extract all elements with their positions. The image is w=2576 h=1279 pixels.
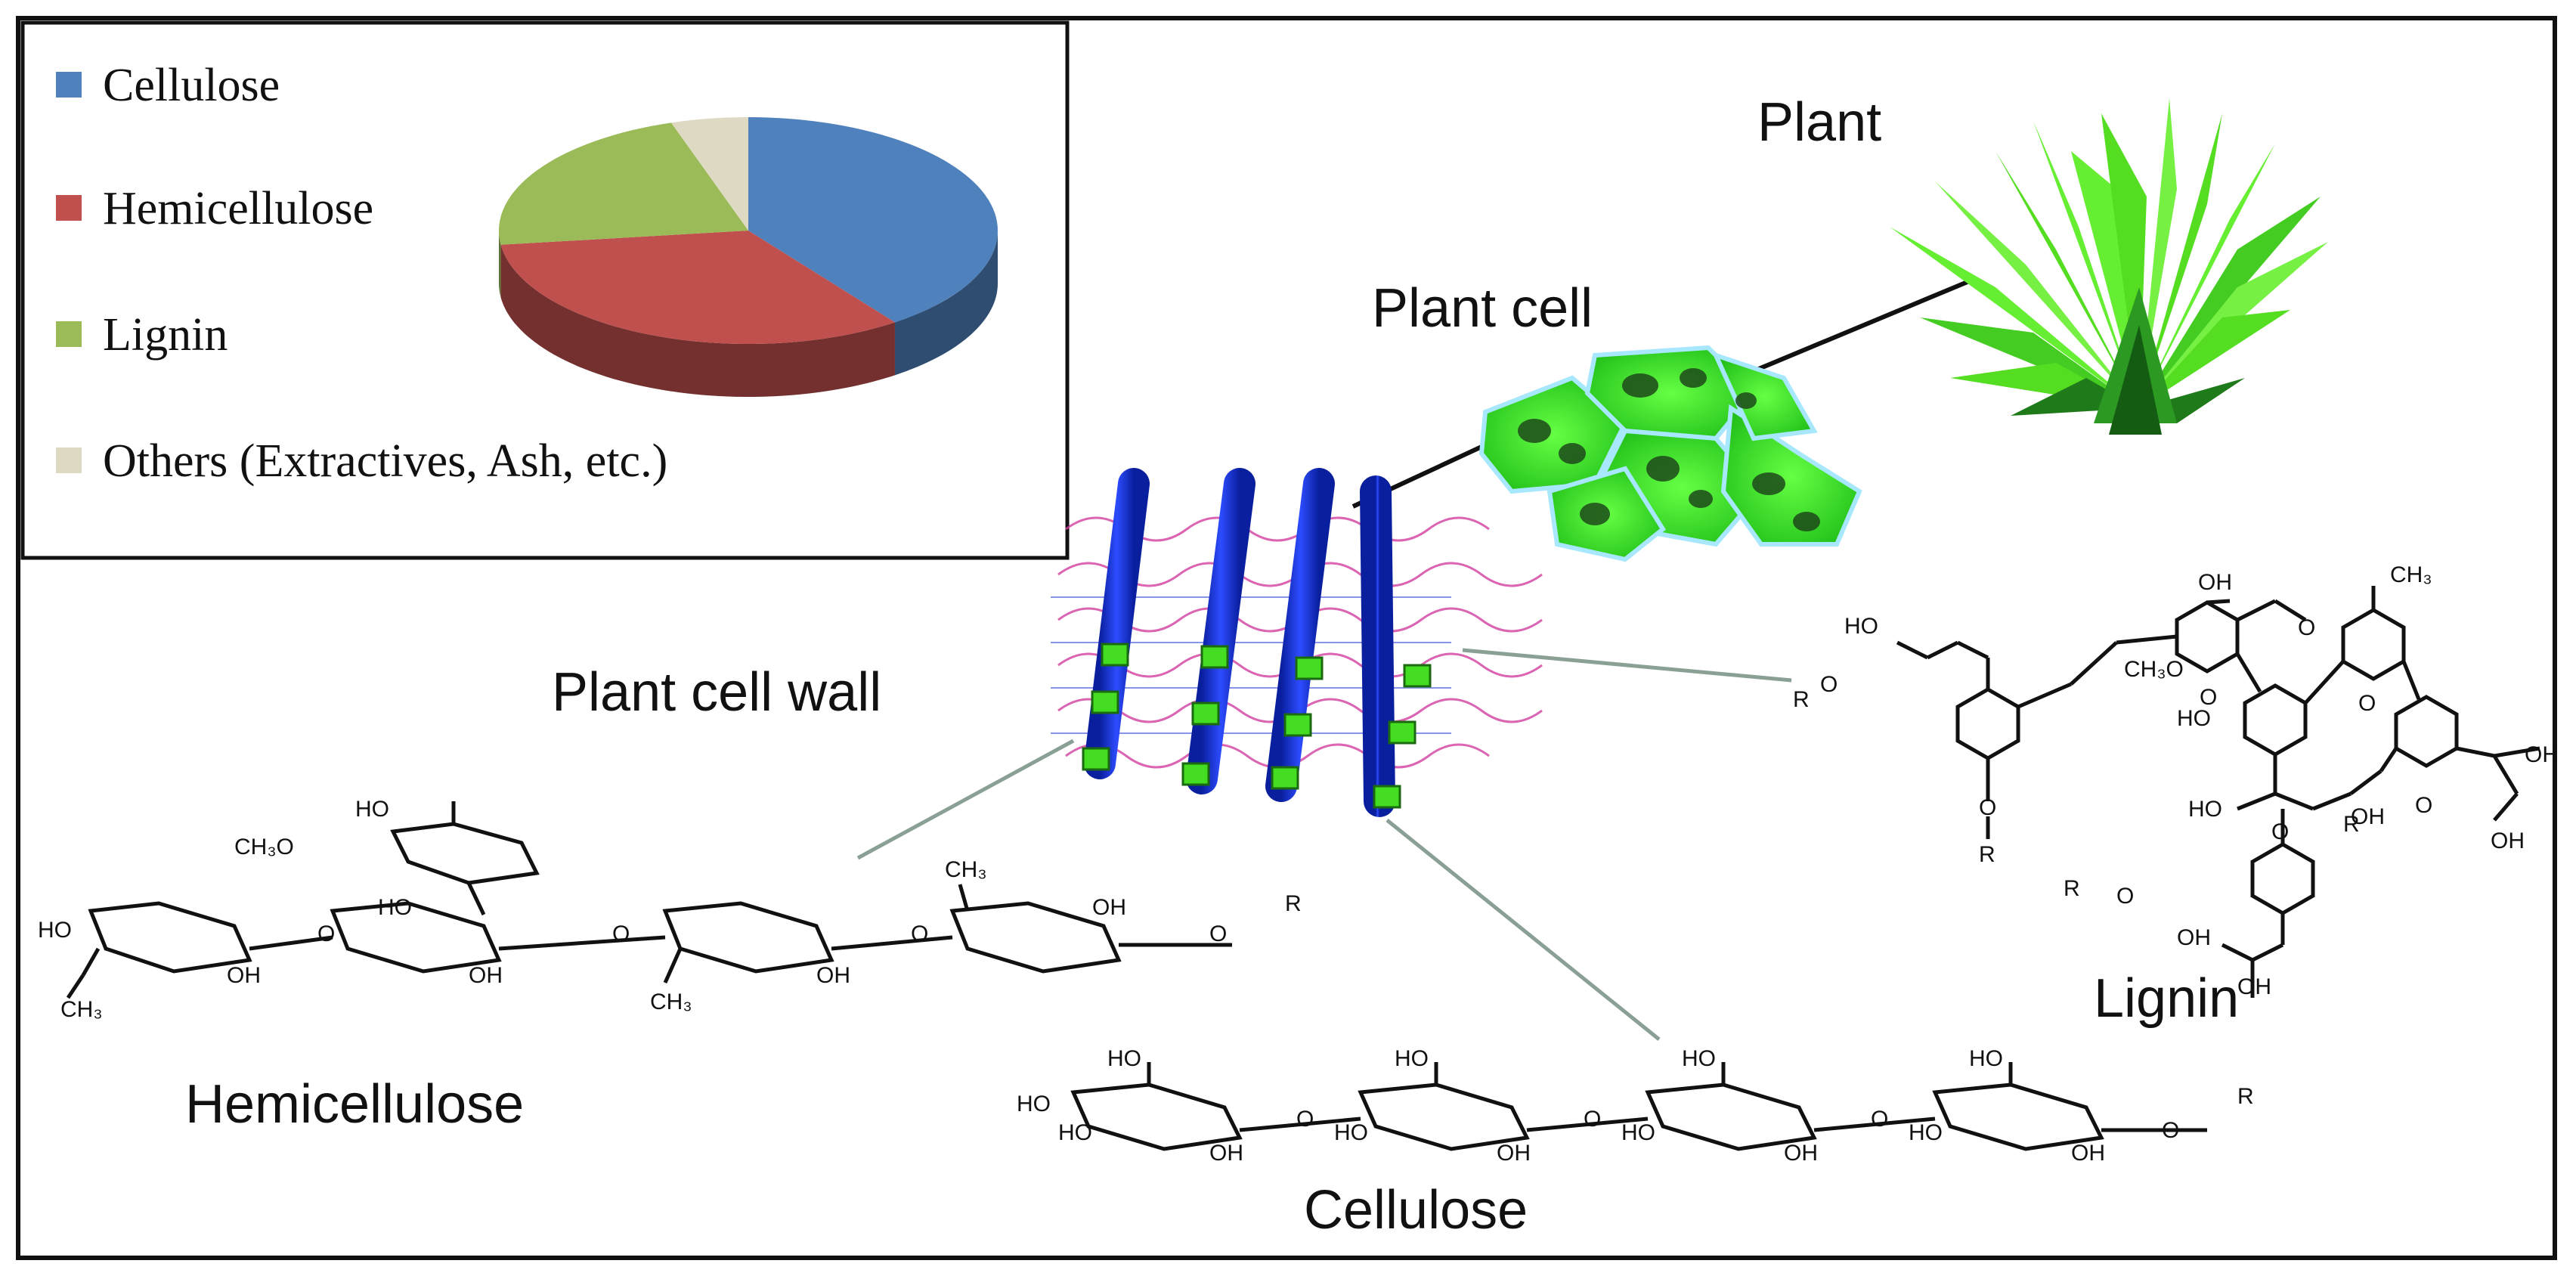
atom-label: CH₃ [2390,562,2432,587]
pie-slice [500,231,895,344]
atom-label: HO [1909,1120,1943,1145]
label-cellulose: Cellulose [1304,1180,1528,1240]
atom-label: OH [816,963,850,988]
composition-panel: Cellulose Hemicellulose Lignin Others (E… [20,20,1070,560]
atom-label: O [1296,1107,1314,1132]
legend-label-lignin: Lignin [103,309,228,361]
atom-label: OH [1784,1141,1818,1166]
atom-label: HO [1107,1046,1141,1071]
label-lignin: Lignin [2094,968,2239,1029]
atom-label: O [1871,1107,1888,1132]
atom-label: R [1285,891,1302,916]
atom-label: OH [227,963,261,988]
atom-label: CH₃O [2124,657,2184,682]
atom-label: O [1584,1107,1601,1132]
legend-swatch [56,72,82,98]
atom-label: HO [38,918,72,943]
atom-label: HO [1682,1046,1716,1071]
pie-slice-side [499,231,501,298]
atom-label: O [2298,615,2315,640]
atom-label: O [2271,819,2289,844]
atom-label: O [2200,685,2217,710]
legend-label-others: Others (Extractives, Ash, etc.) [103,435,667,487]
atom-label: OH [2491,828,2525,853]
atom-label: O [2162,1118,2179,1143]
connector-wall-to-hemicellulose [856,739,1075,860]
atom-label: O [2358,691,2376,716]
atom-label: OH [2351,804,2385,829]
lignin-structure [1896,586,2540,998]
atom-label: HO [1395,1046,1429,1071]
atom-label: CH₃ [650,989,692,1014]
atom-label: CH₃ [60,997,103,1022]
atom-label: CH₃O [234,835,294,859]
label-plant: Plant [1757,92,1881,153]
atom-label: O [612,921,630,946]
composition-pie-chart [499,117,998,397]
atom-label: OH [469,963,503,988]
cellulose-atom-labels: HO HO HO OH O HO HO OH O HO HO OH O HO H… [1017,1046,2254,1166]
plant-cell-wall-illustration [1051,468,1543,817]
atom-label: OH [2198,570,2232,595]
atom-label: OH [2071,1141,2105,1166]
connector-wall-to-cellulose [1386,819,1661,1041]
atom-label: CH₃ [945,857,987,882]
atom-label: O [2116,884,2134,909]
pie-slice [748,117,998,323]
legend-swatch [56,195,82,221]
legend: Cellulose Hemicellulose Lignin Others (E… [56,60,667,487]
cellulose-structure [1070,1062,2207,1151]
legend-swatch [56,321,82,347]
atom-label: HO [378,895,412,920]
atom-label: OH [1497,1141,1531,1166]
atom-label: O [1209,921,1227,946]
atom-label: HO [2177,706,2211,731]
pie-slice-side [500,244,895,397]
atom-label: OH [1092,895,1126,920]
legend-swatch [56,447,82,473]
atom-label: R [1979,842,1995,867]
atom-label: HO [1621,1120,1655,1145]
atom-label: O [317,921,335,946]
atom-label: O [1820,672,1838,697]
pie-slice [499,122,748,245]
lignin-atom-labels: HO R O O R OH CH₃ CH₃O O O HO HO OH O OH… [1793,562,2559,999]
pie-slice [671,117,748,231]
atom-label: HO [1058,1120,1092,1145]
hemicellulose-atom-labels: HO CH₃O HO CH₃ OH O HO OH O CH₃ OH O CH₃… [38,797,1302,1022]
atom-label: HO [1017,1092,1051,1116]
atom-label: R [2237,1084,2254,1109]
figure-border [16,16,2557,1260]
atom-label: HO [1969,1046,2003,1071]
legend-label-cellulose: Cellulose [103,60,280,111]
atom-label: R [2064,876,2080,901]
atom-label: HO [1334,1120,1368,1145]
plant-illustration [1890,98,2328,435]
label-plant-cell: Plant cell [1372,278,1593,339]
atom-label: HO [2188,797,2222,822]
plant-cell-illustration [1478,345,1862,562]
label-plant-cell-wall: Plant cell wall [552,662,881,723]
atom-label: O [2415,793,2432,818]
atom-label: OH [2177,925,2211,950]
atom-label: O [911,921,928,946]
atom-label: HO [1844,614,1878,639]
atom-label: OH [2525,742,2559,767]
atom-label: R [1793,687,1810,712]
atom-label: HO [355,797,389,822]
pie-slice-side [894,231,998,376]
atom-label: OH [2237,974,2271,999]
hemicellulose-structure [66,801,1232,999]
label-hemicellulose: Hemicellulose [185,1074,524,1135]
connector-wall-to-lignin [1462,648,1792,683]
atom-label: OH [1209,1141,1243,1166]
atom-label: O [1979,795,1996,820]
atom-label: R [2343,812,2360,837]
legend-label-hemicellulose: Hemicellulose [103,183,373,234]
